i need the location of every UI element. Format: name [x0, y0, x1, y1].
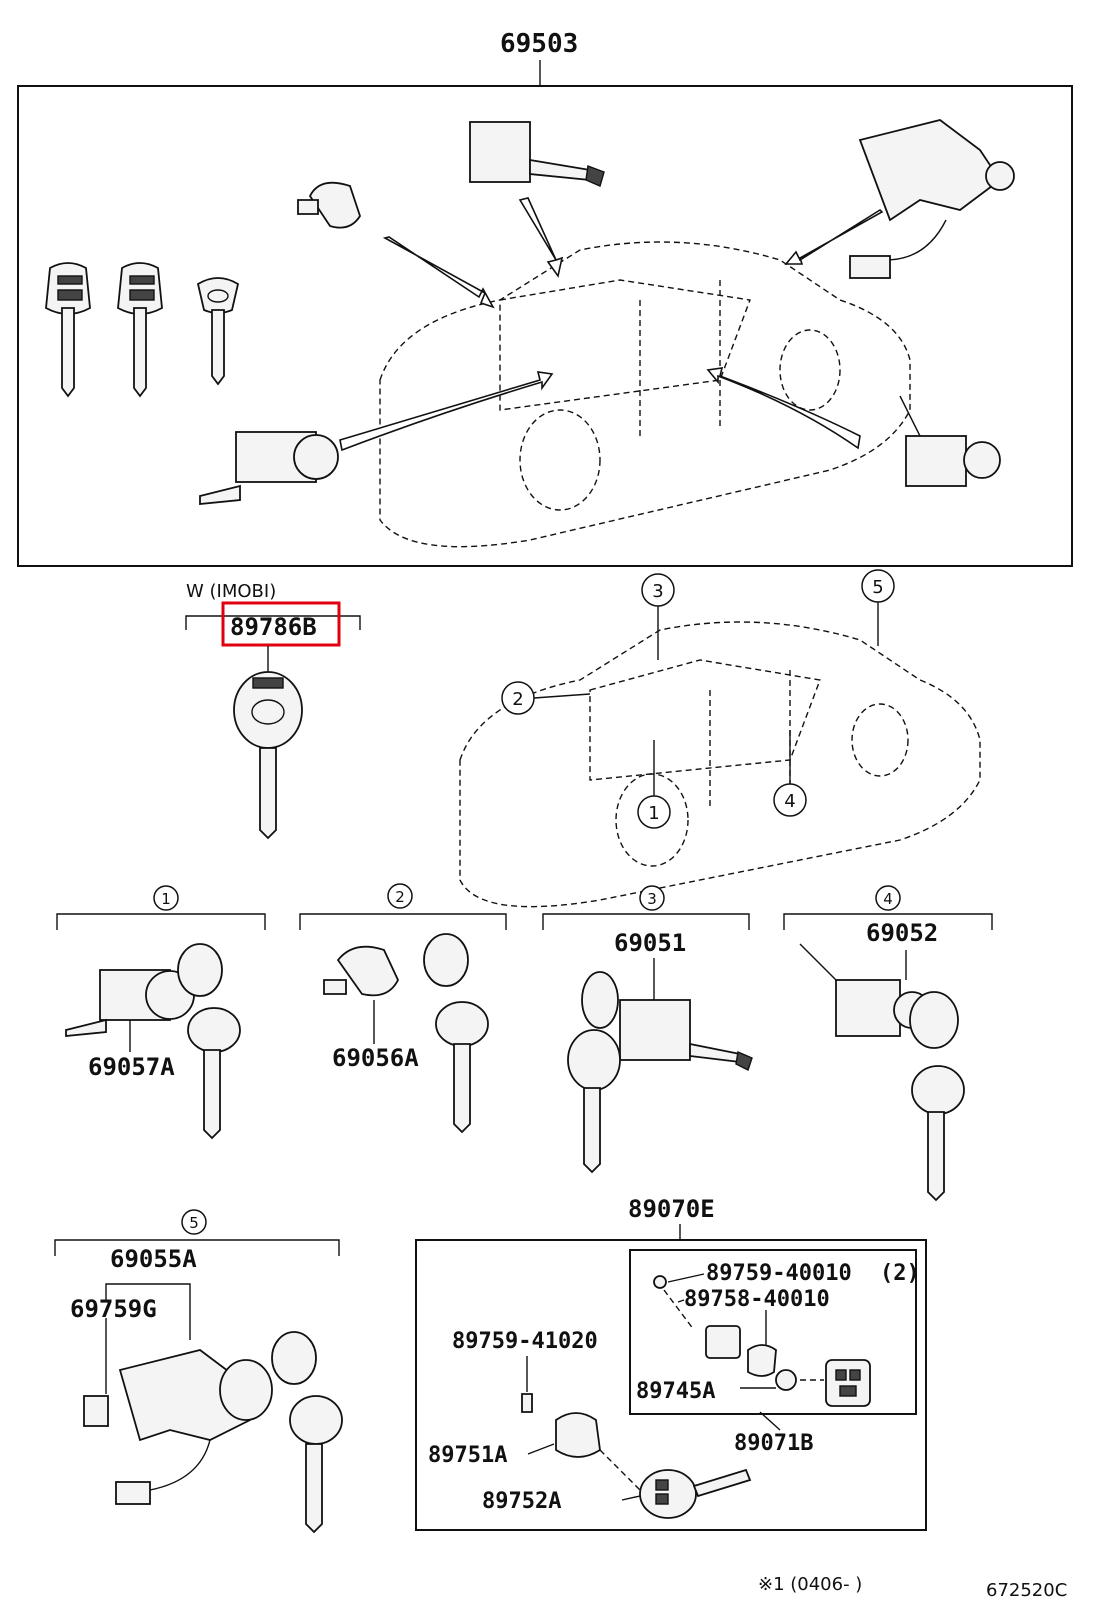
callout-2[interactable]: 2: [501, 681, 591, 715]
label-89759-40010[interactable]: 89759-40010: [706, 1261, 852, 1286]
top-assembly-frame: [17, 85, 1073, 567]
label-69051[interactable]: 69051: [614, 929, 686, 957]
label-89751a[interactable]: 89751A: [428, 1443, 507, 1468]
group-3: 3: [542, 885, 753, 1174]
ignition-cylinder-part-top: [199, 431, 339, 505]
footer-note: ※1 (0406- ): [758, 1574, 862, 1595]
arrow-2: [518, 197, 564, 278]
svg-text:4: 4: [883, 890, 893, 908]
svg-text:3: 3: [647, 890, 657, 908]
arrow-4: [339, 371, 554, 452]
arrow-1: [382, 236, 495, 309]
label-69503[interactable]: 69503: [500, 29, 578, 59]
transmitter-inner-frame: [629, 1249, 917, 1415]
svg-text:5: 5: [189, 1214, 199, 1232]
svg-text:5: 5: [872, 577, 883, 598]
label-89752a[interactable]: 89752A: [482, 1489, 561, 1514]
group-4: 4: [783, 885, 993, 1202]
door-lock-part-top: [899, 395, 1001, 487]
callout-1[interactable]: 1: [637, 740, 671, 829]
svg-text:1: 1: [648, 803, 659, 824]
car-outline-top: [379, 241, 911, 548]
highlight-box: [221, 601, 341, 647]
door-cylinder-part-top: [297, 181, 361, 229]
label-89071b[interactable]: 89071B: [734, 1431, 813, 1456]
svg-text:2: 2: [512, 689, 523, 710]
callout-5[interactable]: 5: [861, 569, 895, 646]
diagram-id: 672520C: [986, 1580, 1067, 1600]
label-89758-40010[interactable]: 89758-40010: [684, 1287, 830, 1312]
label-89070e[interactable]: 89070E: [628, 1195, 715, 1223]
arrow-5: [706, 367, 861, 450]
svg-text:3: 3: [652, 581, 663, 602]
label-69055a[interactable]: 69055A: [110, 1245, 197, 1273]
group-1: 1: [56, 885, 266, 1140]
transmitter-parts: [521, 1273, 871, 1519]
label-69052[interactable]: 69052: [866, 919, 938, 947]
label-89745a[interactable]: 89745A: [636, 1379, 715, 1404]
plain-key: [196, 277, 240, 386]
label-69056a[interactable]: 69056A: [332, 1044, 419, 1072]
svg-text:1: 1: [161, 890, 171, 908]
label-69057a[interactable]: 69057A: [88, 1053, 175, 1081]
callout-4[interactable]: 4: [773, 730, 807, 817]
label-immobi: W (IMOBI): [186, 581, 276, 602]
svg-text:2: 2: [395, 888, 405, 906]
trunk-lock-part-top: [849, 119, 1015, 279]
svg-text:4: 4: [784, 791, 795, 812]
label-69759g[interactable]: 69759G: [70, 1295, 157, 1323]
label-qty-2: (2): [880, 1261, 920, 1286]
group-2: 2: [299, 883, 507, 1134]
immobi-key: [233, 671, 303, 840]
remote-key-2: [117, 262, 163, 398]
remote-key-1: [45, 262, 91, 398]
car-outline-middle: [459, 621, 981, 908]
arrow-3: [784, 208, 884, 265]
label-89786b[interactable]: 89786B: [230, 613, 317, 641]
glovebox-lock-part-top: [469, 121, 605, 187]
group-5: 5: [54, 1209, 343, 1534]
label-89759-41020[interactable]: 89759-41020: [452, 1329, 598, 1354]
callout-3[interactable]: 3: [641, 573, 675, 660]
transmitter-frame: [415, 1239, 927, 1531]
